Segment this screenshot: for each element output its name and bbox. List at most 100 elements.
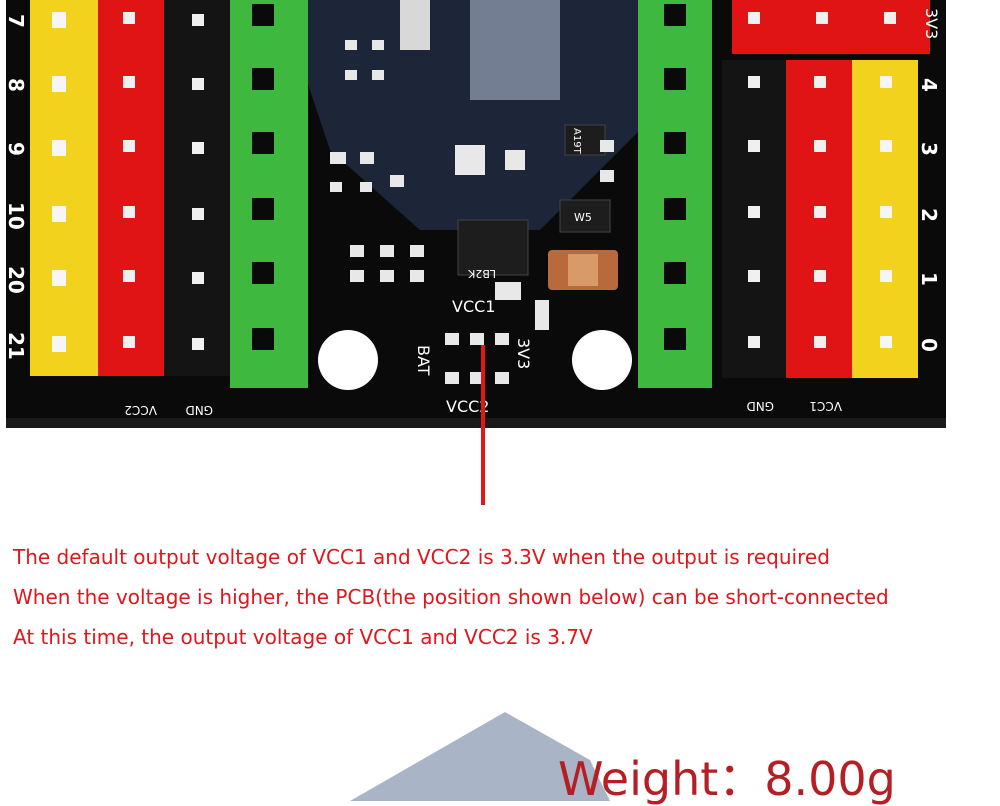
smd-component	[445, 333, 459, 345]
smd-component	[470, 333, 484, 345]
bottom-right-gnd-label: GND	[746, 399, 774, 413]
pin-yellow-right	[880, 336, 892, 348]
left-pin-label: 8	[4, 78, 28, 92]
pin-yellow-left	[52, 12, 66, 28]
left-black-header	[164, 0, 230, 376]
pin-black-right	[748, 206, 760, 218]
bottom-left-vcc2-label: VCC2	[124, 403, 157, 417]
pin-red-right	[814, 76, 826, 88]
right-pin-label: 0	[917, 338, 941, 352]
vcc1-center-label: VCC1	[452, 297, 495, 316]
pin-green-right	[664, 4, 686, 26]
smd-component	[372, 70, 384, 80]
pin-green-left	[252, 132, 274, 154]
pin-black-right	[748, 270, 760, 282]
smd-component	[600, 170, 614, 182]
pin-green-left	[252, 328, 274, 350]
right-green-header	[638, 0, 712, 388]
pin-black-left	[192, 78, 204, 90]
smd-component	[330, 152, 346, 164]
weight-label: Weight：8.00g	[558, 752, 896, 806]
pin-green-right	[664, 328, 686, 350]
pin-black-left	[192, 142, 204, 154]
pin-yellow-left	[52, 140, 66, 156]
chip-w5-label: W5	[574, 211, 592, 224]
chip-a19t	[564, 124, 606, 156]
pointer-line	[481, 345, 485, 505]
left-green-header	[230, 0, 308, 388]
pin-red-right	[814, 336, 826, 348]
smd-component	[535, 300, 549, 330]
chip-lb2k	[457, 219, 529, 276]
module-connector	[400, 0, 430, 50]
pin-green-right	[664, 198, 686, 220]
smd-component	[455, 145, 485, 175]
vcc2-center-label: VCC2	[446, 397, 489, 416]
pin-yellow-right	[880, 140, 892, 152]
pin-black-right	[748, 76, 760, 88]
smd-component	[380, 270, 394, 282]
right-yellow-header	[852, 60, 918, 378]
left-pin-label: 9	[4, 142, 28, 156]
smd-component	[495, 282, 521, 300]
left-pin-label: 10	[4, 202, 28, 230]
smd-component	[410, 245, 424, 257]
pin-green-left	[252, 68, 274, 90]
right-pin-label: 2	[917, 208, 941, 222]
pin-black-right	[748, 140, 760, 152]
smd-component	[505, 150, 525, 170]
right-pin-label: 1	[917, 272, 941, 286]
pin-green-left	[252, 4, 274, 26]
chip-w5	[559, 199, 611, 233]
pin-top-red	[884, 12, 896, 24]
pin-black-left	[192, 338, 204, 350]
bottom-left-gnd-label: GND	[185, 403, 213, 417]
pin-red-left	[123, 206, 135, 218]
caption-line-1: The default output voltage of VCC1 and V…	[13, 545, 830, 569]
caption-line-2: When the voltage is higher, the PCB(the …	[13, 585, 889, 609]
pin-yellow-right	[880, 206, 892, 218]
smd-component	[600, 140, 614, 152]
pin-yellow-left	[52, 270, 66, 286]
pin-red-right	[814, 206, 826, 218]
smd-component	[495, 372, 509, 384]
right-pin-label: 3	[917, 142, 941, 156]
smd-component	[360, 152, 374, 164]
pcb-bottom-edge	[6, 418, 946, 428]
smd-component	[345, 40, 357, 50]
smd-component	[345, 70, 357, 80]
mount-hole-right	[572, 330, 632, 390]
left-pin-label: 7	[4, 14, 28, 28]
bat-label: BAT	[414, 345, 433, 376]
bottom-right-vcc1-label: VCC1	[809, 399, 842, 413]
smd-component	[360, 182, 372, 192]
right-black-header	[722, 60, 788, 378]
smd-component	[380, 245, 394, 257]
smd-component	[330, 182, 342, 192]
pin-green-left	[252, 262, 274, 284]
pin-red-right	[814, 140, 826, 152]
pin-black-left	[192, 14, 204, 26]
pin-top-red	[748, 12, 760, 24]
left-yellow-header	[30, 0, 98, 376]
top-right-3v3-label: 3V3	[922, 8, 941, 39]
pin-top-red	[816, 12, 828, 24]
pin-yellow-left	[52, 76, 66, 92]
right-red-header	[786, 60, 852, 378]
left-red-header	[98, 0, 164, 376]
right-pin-label: 4	[917, 78, 941, 92]
pin-red-left	[123, 270, 135, 282]
pin-yellow-left	[52, 336, 66, 352]
top-red-header	[732, 0, 930, 54]
chip-lb2k-label: LB2K	[467, 267, 496, 280]
smd-component	[350, 270, 364, 282]
smd-component	[350, 245, 364, 257]
pin-red-left	[123, 140, 135, 152]
v3v3-label: 3V3	[514, 338, 533, 369]
pin-black-right	[748, 336, 760, 348]
pin-red-left	[123, 76, 135, 88]
pin-green-right	[664, 132, 686, 154]
smd-component	[470, 372, 484, 384]
smd-component	[410, 270, 424, 282]
